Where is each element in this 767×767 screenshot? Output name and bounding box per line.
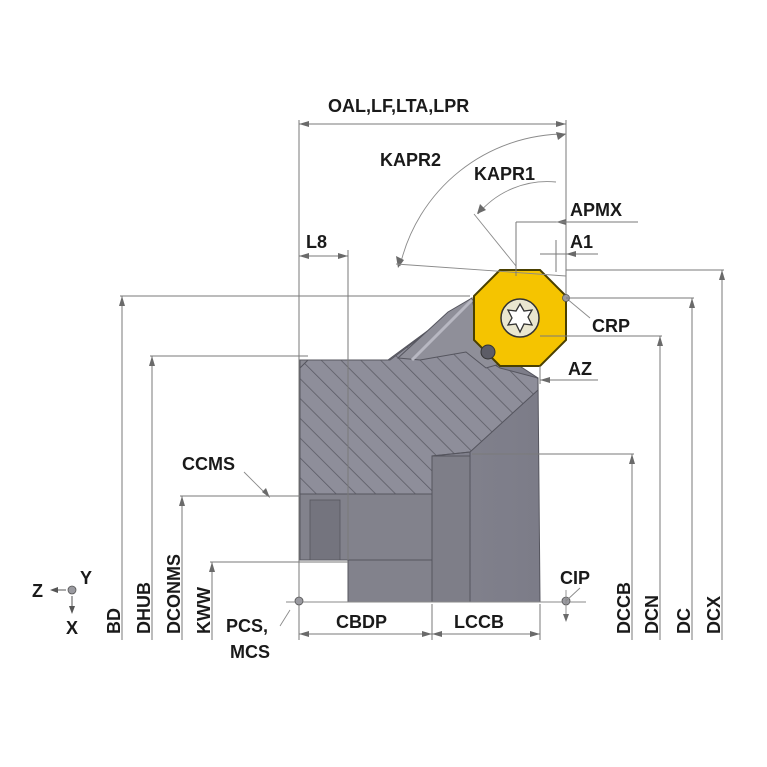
- lower-flange: [347, 559, 433, 603]
- label-kww: KWW: [194, 587, 214, 634]
- label-ccms: CCMS: [182, 454, 235, 474]
- key-slot: [309, 499, 341, 561]
- label-dcx: DCX: [704, 596, 724, 634]
- torx-icon: [506, 302, 534, 334]
- insert: [473, 269, 567, 367]
- label-dccb: DCCB: [614, 582, 634, 634]
- step-block: [431, 455, 471, 603]
- label-dconms: DCONMS: [164, 554, 184, 634]
- labels: OAL,LF,LTA,LPR KAPR2 KAPR1 APMX L8 A1 CR…: [32, 96, 724, 662]
- label-a1: A1: [570, 232, 593, 252]
- label-dc: DC: [674, 608, 694, 634]
- label-l8: L8: [306, 232, 327, 252]
- axis-z-label: Z: [32, 581, 43, 601]
- pocket-highlight: [410, 298, 474, 362]
- label-kapr2: KAPR2: [380, 150, 441, 170]
- label-apmx: APMX: [570, 200, 622, 220]
- label-lccb: LCCB: [454, 612, 504, 632]
- label-bd: BD: [104, 608, 124, 634]
- label-cbdp: CBDP: [336, 612, 387, 632]
- axis-indicator: [50, 585, 77, 614]
- label-cip: CIP: [560, 568, 590, 588]
- label-crp: CRP: [592, 316, 630, 336]
- label-dcn: DCN: [642, 595, 662, 634]
- tool-body: [299, 297, 541, 603]
- label-az: AZ: [568, 359, 592, 379]
- label-kapr1: KAPR1: [474, 164, 535, 184]
- label-mcs: MCS: [230, 642, 270, 662]
- dimension-lines: [119, 120, 725, 640]
- origin-icon: [67, 585, 77, 595]
- label-dhub: DHUB: [134, 582, 154, 634]
- label-oal: OAL,LF,LTA,LPR: [328, 96, 469, 116]
- insert-seat-hole: [480, 344, 496, 360]
- axis-y-label: Y: [80, 568, 92, 588]
- axis-x-label: X: [66, 618, 78, 638]
- label-pcs: PCS,: [226, 616, 268, 636]
